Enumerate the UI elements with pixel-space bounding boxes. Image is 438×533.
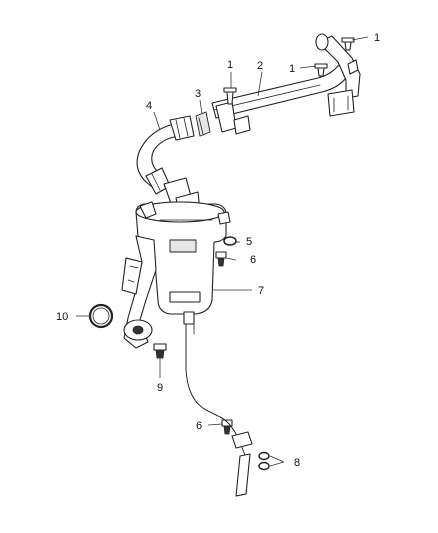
clamp-part-3 bbox=[195, 111, 211, 137]
support-bracket-arm bbox=[121, 235, 157, 349]
o-ring-part-5 bbox=[223, 236, 237, 246]
o-rings-part-8 bbox=[258, 451, 270, 471]
bolt-part-1-middle bbox=[314, 63, 328, 77]
callout-1-top: 1 bbox=[374, 32, 380, 44]
coolant-tube-part-2 bbox=[211, 33, 361, 135]
callout-3: 3 bbox=[195, 88, 201, 100]
callout-1-left: 1 bbox=[227, 59, 233, 71]
callout-5: 5 bbox=[246, 236, 252, 248]
hose-part-4 bbox=[136, 115, 195, 195]
drain-hose bbox=[185, 315, 253, 497]
callout-labels: 1 1 1 2 3 4 5 6 7 10 9 6 8 bbox=[56, 32, 380, 469]
callout-6-upper: 6 bbox=[250, 254, 256, 266]
bolt-part-6-upper bbox=[215, 251, 227, 267]
o-ring-part-10 bbox=[88, 303, 114, 329]
callout-2: 2 bbox=[257, 60, 263, 72]
callout-4: 4 bbox=[146, 100, 152, 112]
callout-9: 9 bbox=[157, 382, 163, 394]
reservoir-part-7 bbox=[135, 177, 231, 325]
callout-8: 8 bbox=[294, 457, 300, 469]
leader-lines bbox=[76, 36, 369, 467]
bolt-part-1-left bbox=[223, 87, 237, 105]
bolt-part-9 bbox=[153, 343, 167, 359]
callout-10: 10 bbox=[56, 311, 68, 323]
callout-6-lower: 6 bbox=[196, 420, 202, 432]
callout-7: 7 bbox=[258, 285, 264, 297]
bolt-part-1-top bbox=[341, 37, 355, 51]
callout-1-middle: 1 bbox=[289, 63, 295, 75]
